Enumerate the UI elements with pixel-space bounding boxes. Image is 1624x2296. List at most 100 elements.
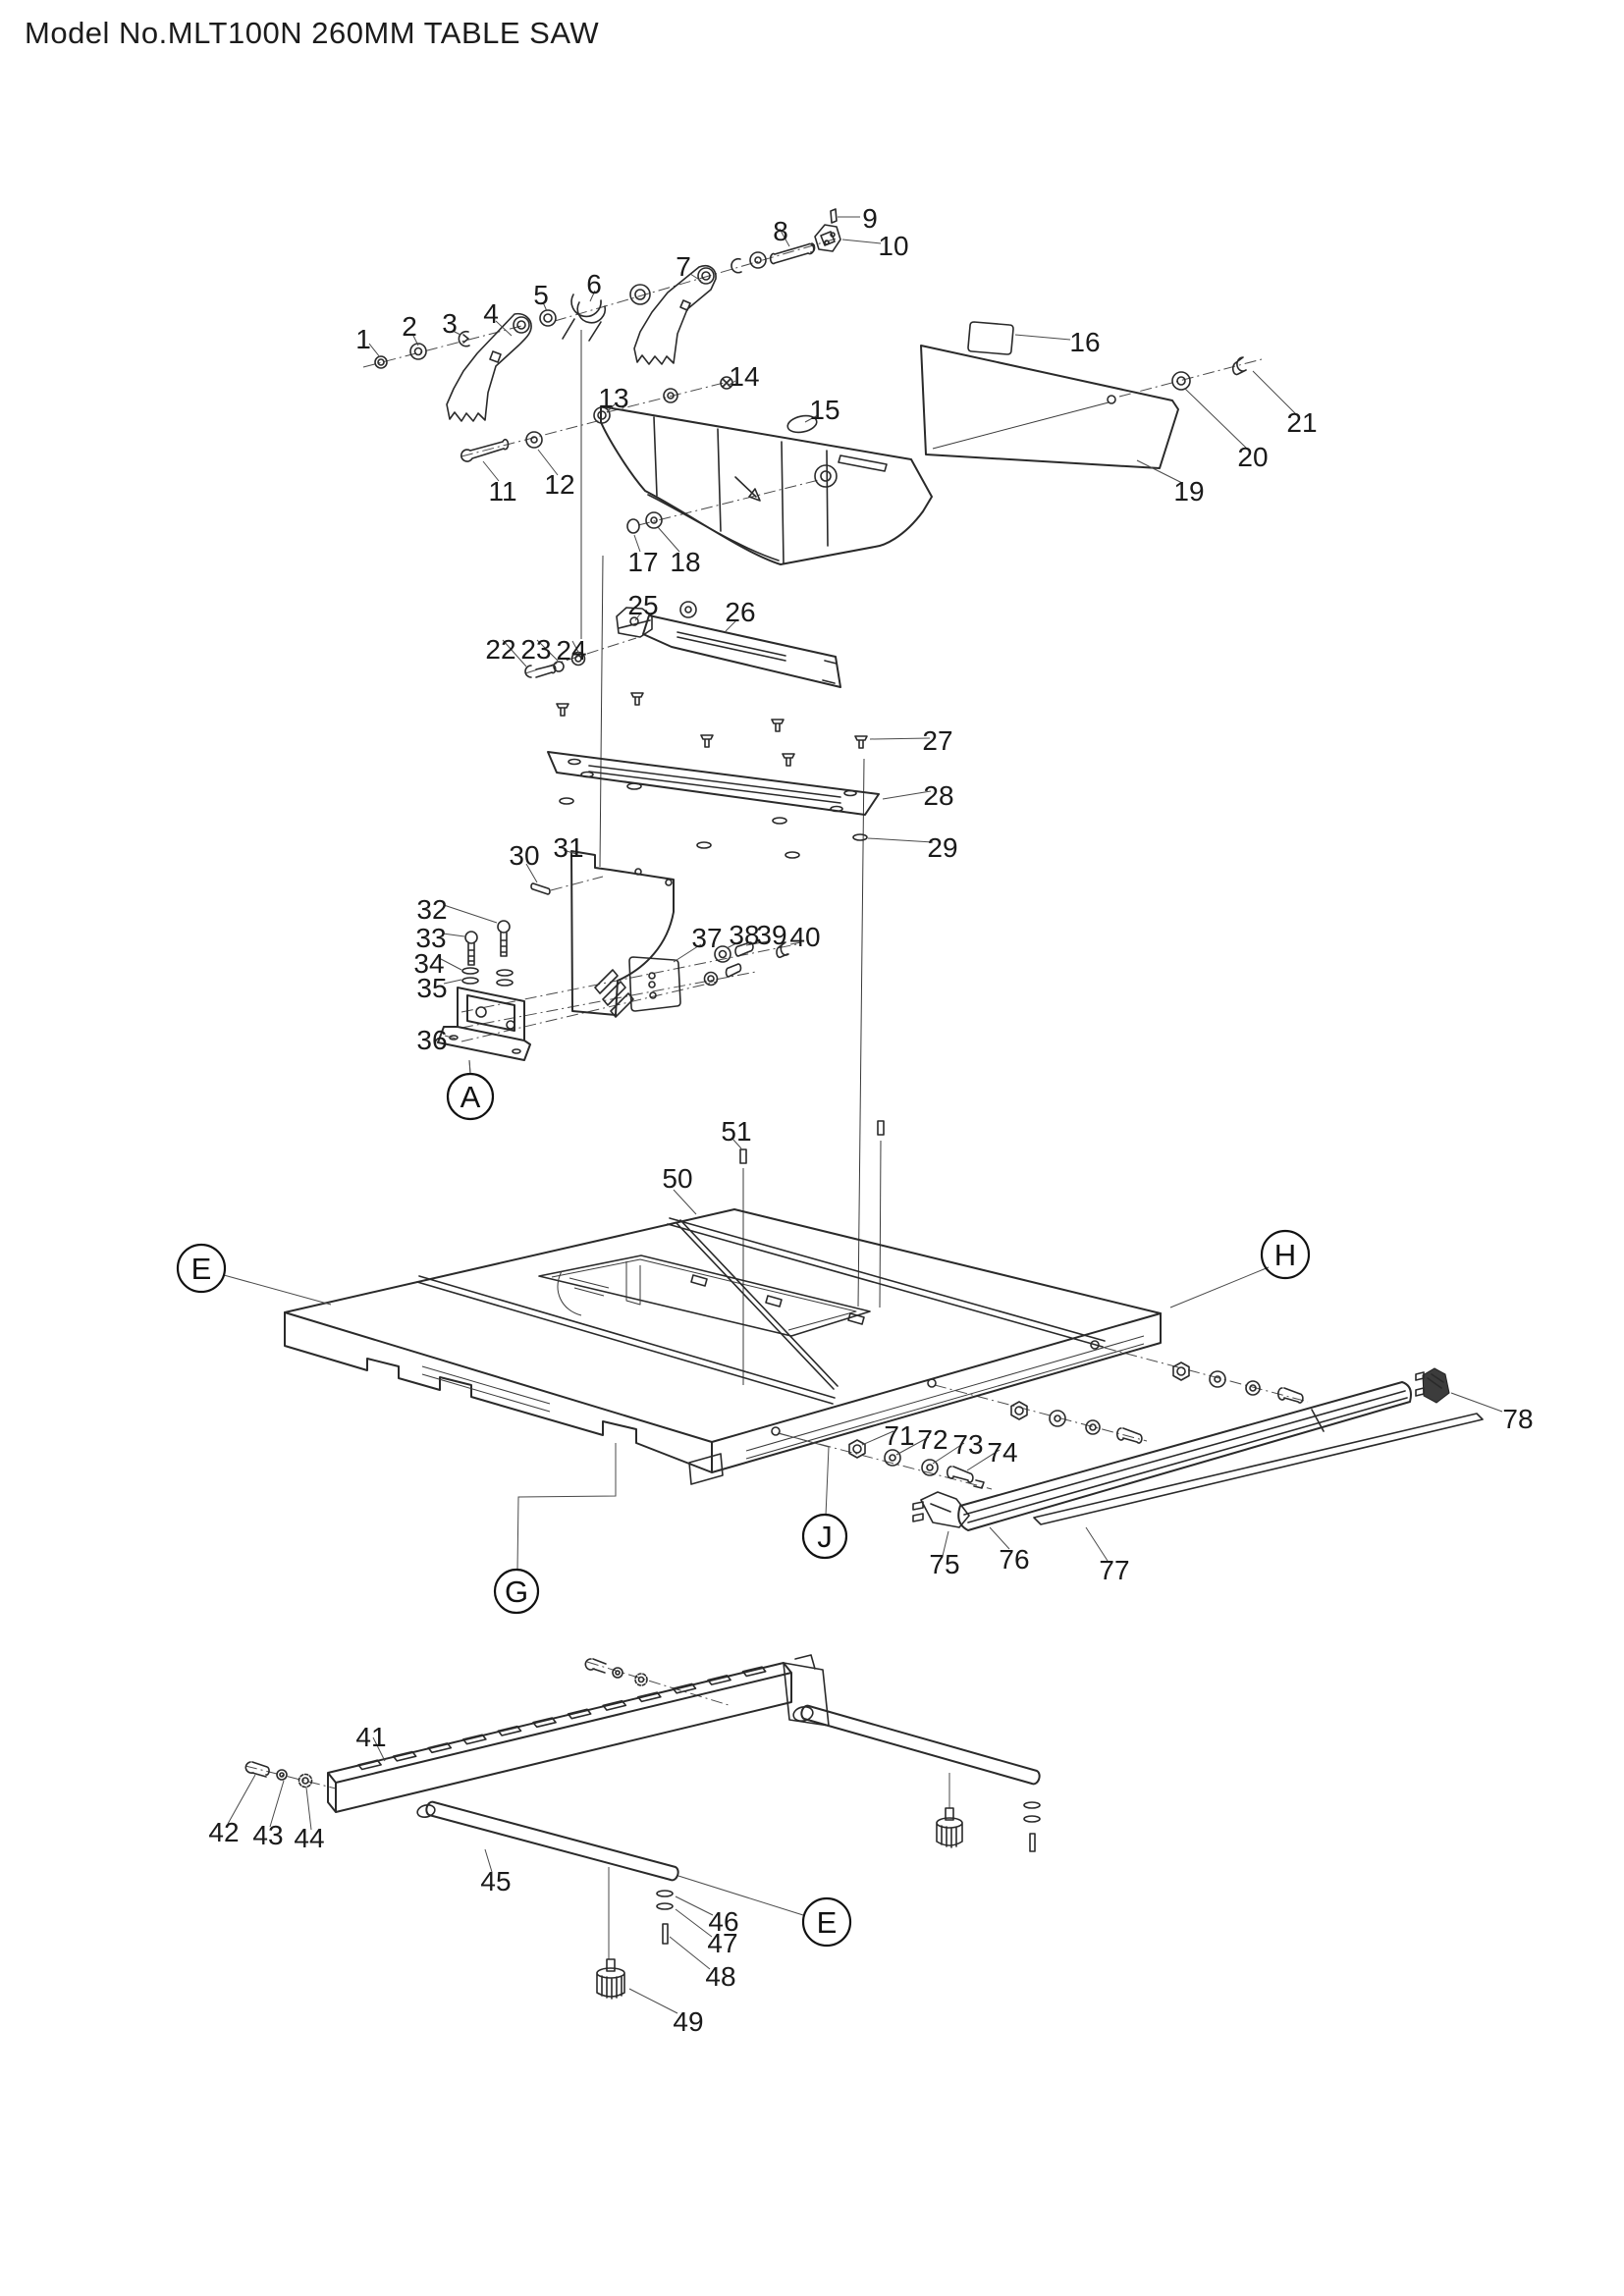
table-front-tab	[688, 1453, 724, 1485]
callout-leader-E-left	[223, 1274, 332, 1306]
e-clip-8a	[731, 257, 742, 274]
guard-knob	[814, 464, 838, 488]
motor-bracket-assembly	[437, 850, 789, 1074]
washers-29	[559, 782, 868, 859]
part-number-label: 16	[1069, 327, 1100, 357]
callout-letter: G	[505, 1575, 528, 1609]
rack-slot	[602, 1699, 627, 1711]
washer-43	[276, 1769, 288, 1781]
part-number-label: 37	[691, 923, 722, 953]
pawl-4	[446, 312, 532, 422]
screw-top-set	[584, 1658, 607, 1674]
part-number-label: 46	[708, 1906, 738, 1937]
leg-pivot	[416, 1803, 436, 1819]
washer-18	[645, 511, 663, 529]
part-number-label: 11	[488, 476, 516, 507]
screw-33	[464, 931, 478, 966]
part-number-label: 23	[520, 634, 551, 665]
bolt-22	[524, 664, 557, 678]
part-number-label: 8	[773, 216, 788, 246]
part-number-label: 18	[670, 547, 700, 577]
nut-5	[539, 309, 557, 327]
throat-plate-assembly	[547, 692, 880, 859]
part-number-label: 19	[1173, 476, 1204, 507]
e-clip-3	[458, 330, 470, 347]
foot-knob-rear	[936, 1807, 963, 1848]
part-number-label: 32	[416, 894, 447, 925]
plate-hooks	[594, 969, 634, 1018]
part-number-label: 20	[1237, 442, 1268, 472]
rail-end-cap-78	[1422, 1367, 1450, 1404]
callout-leader-E-bottom	[677, 1875, 804, 1916]
part-number-label: 71	[884, 1420, 914, 1451]
rack-end-bracket	[783, 1654, 830, 1727]
rack-slot	[637, 1691, 662, 1703]
washer-13a	[663, 388, 678, 403]
screws-27	[556, 692, 868, 767]
part-number-label: 41	[355, 1722, 386, 1752]
rack-slot	[532, 1717, 557, 1729]
part-number-label: 36	[416, 1025, 447, 1055]
callout-circle-E	[176, 1243, 227, 1294]
part-number-label: 42	[208, 1817, 239, 1847]
part-number-label: 50	[662, 1163, 692, 1194]
guard-arrow	[734, 476, 761, 502]
bracket-10	[814, 224, 841, 252]
part-number-label: 74	[987, 1437, 1017, 1468]
callout-letter: E	[191, 1252, 212, 1286]
part-number-label: 27	[922, 725, 952, 756]
part-number-label: 24	[556, 635, 586, 666]
rack-slot	[707, 1675, 731, 1685]
part-number-label: 34	[413, 948, 444, 979]
locator-pins	[739, 1120, 885, 1164]
part-number-label: 48	[705, 1961, 735, 1992]
rack-slot	[357, 1759, 382, 1771]
part-number-label: 47	[707, 1928, 737, 1958]
page-title: Model No.MLT100N 260MM TABLE SAW	[25, 16, 600, 50]
label-plate-16	[967, 321, 1014, 355]
callout-leader-J	[778, 1432, 830, 1517]
nut-38	[714, 945, 731, 963]
callout-circle-E	[801, 1896, 852, 1948]
part-number-label: 25	[627, 590, 658, 620]
part-number-label: 39	[756, 920, 786, 950]
part-number-label: 3	[442, 308, 458, 339]
washers-34-35	[461, 967, 514, 987]
leg-stand-assembly	[244, 1654, 1041, 2000]
part-number-label: 35	[416, 973, 447, 1003]
pin-48	[662, 1833, 1036, 1945]
blade-opening	[538, 1255, 871, 1337]
part-number-label: 12	[544, 469, 574, 500]
pin-51	[739, 1120, 885, 1164]
fence-rail-76	[957, 1381, 1412, 1531]
rail-end-cap-75	[912, 1491, 970, 1528]
construction-lines	[244, 238, 1309, 1789]
part-number-label: 44	[294, 1823, 324, 1853]
part-number-label: 33	[415, 923, 446, 953]
callout-circle-A	[446, 1072, 495, 1121]
callout-letter: E	[817, 1905, 838, 1940]
callout-leader-A	[468, 1059, 471, 1075]
spring-6	[562, 294, 607, 342]
part-number-label: 4	[483, 298, 499, 329]
blade-guard-13	[600, 405, 933, 565]
pin-30	[530, 882, 551, 895]
bracket-36	[437, 987, 531, 1061]
table-left-face	[284, 1311, 713, 1473]
rack-slot	[741, 1666, 767, 1678]
plate-holes	[568, 758, 857, 813]
callout-leader-G	[516, 1443, 617, 1572]
screw-40	[776, 941, 789, 959]
hex-nuts	[848, 1362, 1190, 1459]
callout-circle-G	[493, 1568, 540, 1615]
rail-strip-77	[1033, 1413, 1484, 1525]
washers-46-47	[656, 1801, 1041, 1910]
sleeve-39	[734, 941, 754, 957]
bushing-7a	[629, 284, 651, 305]
rack-slot	[672, 1682, 697, 1694]
part-number-label: 17	[627, 547, 658, 577]
table-top	[284, 1208, 1162, 1485]
bolt-11	[460, 438, 510, 462]
fence-rail-assembly	[848, 1362, 1484, 1531]
part-number-label: 40	[789, 922, 820, 952]
